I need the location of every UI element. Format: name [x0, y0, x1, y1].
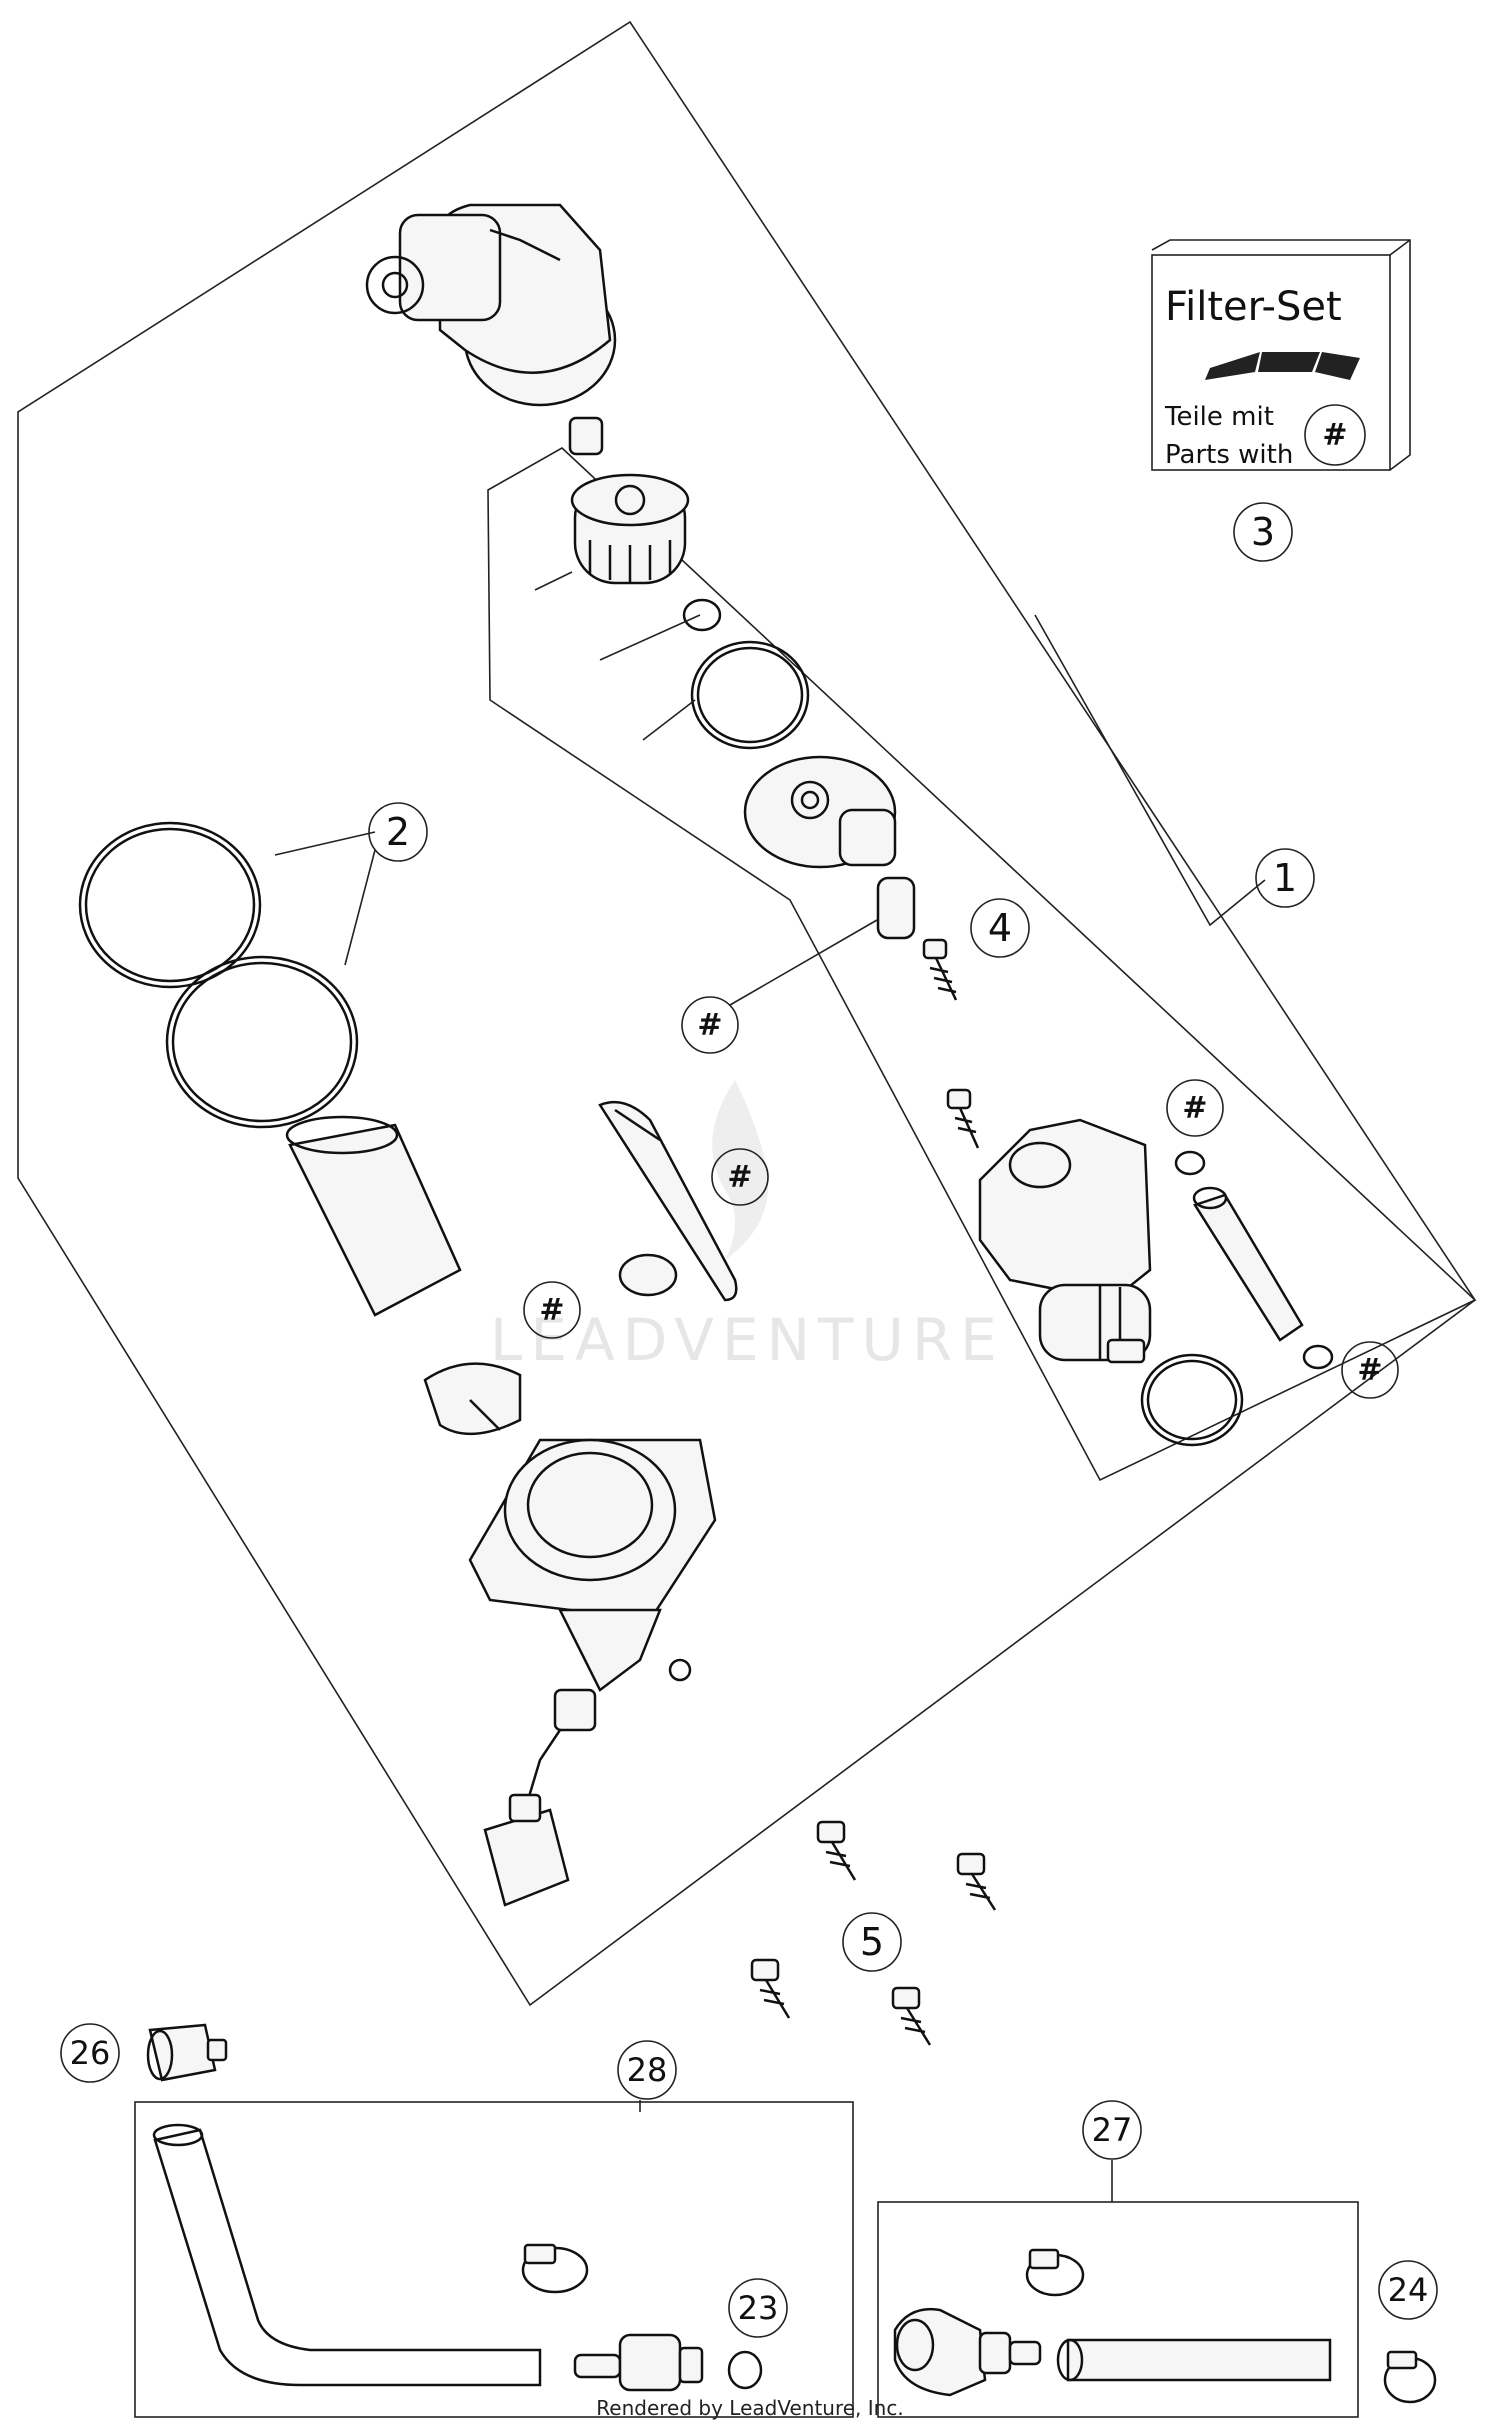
- svg-text:28: 28: [627, 2051, 668, 2089]
- bracket-clip: [598, 1100, 738, 1302]
- fuel-tube: [1192, 1186, 1304, 1342]
- hose-clamp-27: [1025, 2248, 1085, 2297]
- ring-clip: [618, 1253, 678, 1297]
- callout-5: 5: [842, 1912, 902, 1972]
- pump-head: [365, 203, 617, 407]
- sleeve: [876, 876, 916, 940]
- screw-5c: [750, 1958, 791, 2019]
- sub-assembly-outline: [487, 447, 1477, 1482]
- screw-5a: [816, 1820, 857, 1881]
- hash-marker-4: #: [1166, 1079, 1224, 1137]
- hose-clamp-28: [521, 2243, 589, 2294]
- callout-23: 23: [728, 2278, 788, 2338]
- callout-28: 28: [617, 2040, 677, 2100]
- filter-set-line1: Teile mit: [1164, 402, 1274, 432]
- holder: [423, 1362, 522, 1436]
- svg-text:#: #: [539, 1293, 564, 1328]
- callout-2: 2: [368, 802, 428, 862]
- hash-marker-5: #: [1341, 1341, 1399, 1399]
- hash-marker-1: #: [681, 996, 739, 1054]
- pressure-regulator: [743, 755, 897, 869]
- screw-pump: [946, 1088, 980, 1149]
- fuel-pump-unit: [978, 1118, 1152, 1364]
- o-ring-2a: [78, 821, 262, 989]
- svg-text:#: #: [727, 1160, 752, 1195]
- o-ring-23: [727, 2350, 763, 2390]
- svg-text:3: 3: [1251, 510, 1275, 554]
- callout-4: 4: [970, 898, 1030, 958]
- svg-text:5: 5: [860, 1920, 884, 1964]
- svg-text:27: 27: [1092, 2111, 1133, 2149]
- screw-4: [922, 938, 958, 1001]
- quick-connector: [893, 2307, 1042, 2397]
- svg-text:#: #: [697, 1008, 722, 1043]
- pump-o-ring: [1140, 1353, 1244, 1447]
- filter-cap: [570, 473, 690, 585]
- sensor-connector: [483, 1688, 597, 1907]
- filter-set-title: Filter-Set: [1165, 284, 1342, 330]
- washer-lower: [1302, 1344, 1334, 1370]
- fuel-hose-27: [1066, 2338, 1332, 2382]
- callout-27: 27: [1082, 2100, 1142, 2160]
- sleeve-cylinder: [285, 1115, 462, 1317]
- callout-3: 3: [1233, 502, 1293, 562]
- screw-5d: [891, 1986, 932, 2046]
- small-o-ring: [682, 598, 722, 632]
- watermark-text: LEADVENTURE: [490, 1306, 1005, 1374]
- callout-1: 1: [1255, 848, 1315, 908]
- tank-flange: [468, 1438, 717, 1692]
- hash-marker-3: #: [523, 1281, 581, 1339]
- footer-credit: Rendered by LeadVenture, Inc.: [596, 2396, 903, 2420]
- svg-text:#: #: [1357, 1353, 1382, 1388]
- ktm-logo: [1205, 352, 1360, 380]
- large-o-ring: [690, 640, 810, 750]
- filter-set-hash: #: [1322, 418, 1347, 453]
- leader-lines: [274, 571, 1266, 2202]
- svg-text:1: 1: [1273, 856, 1297, 900]
- hose-clip-26: [146, 2023, 228, 2082]
- svg-text:#: #: [1182, 1091, 1207, 1126]
- filter-set-line2: Parts with: [1165, 440, 1293, 470]
- box-28: [134, 2101, 854, 2418]
- fuel-hose-28: [153, 2128, 542, 2387]
- washer-upper: [1174, 1150, 1206, 1176]
- hash-marker-2: #: [711, 1148, 769, 1206]
- svg-text:24: 24: [1388, 2271, 1429, 2309]
- filter-set-box: Filter-Set Teile mit Parts with #: [1151, 239, 1411, 471]
- spring: [568, 416, 604, 456]
- hose-clamp-24: [1383, 2350, 1437, 2404]
- callout-26: 26: [60, 2023, 120, 2083]
- svg-text:2: 2: [386, 810, 410, 854]
- svg-text:4: 4: [988, 906, 1012, 950]
- callout-24: 24: [1378, 2260, 1438, 2320]
- assembly-outline: [17, 20, 1477, 2007]
- box-27: [877, 2201, 1359, 2418]
- watermark: LEADVENTURE: [490, 1080, 1005, 1374]
- svg-text:26: 26: [70, 2034, 111, 2072]
- screw-5b: [956, 1852, 997, 1911]
- svg-text:23: 23: [738, 2289, 779, 2327]
- o-ring-2b: [165, 955, 359, 1129]
- hose-fitting: [573, 2333, 704, 2392]
